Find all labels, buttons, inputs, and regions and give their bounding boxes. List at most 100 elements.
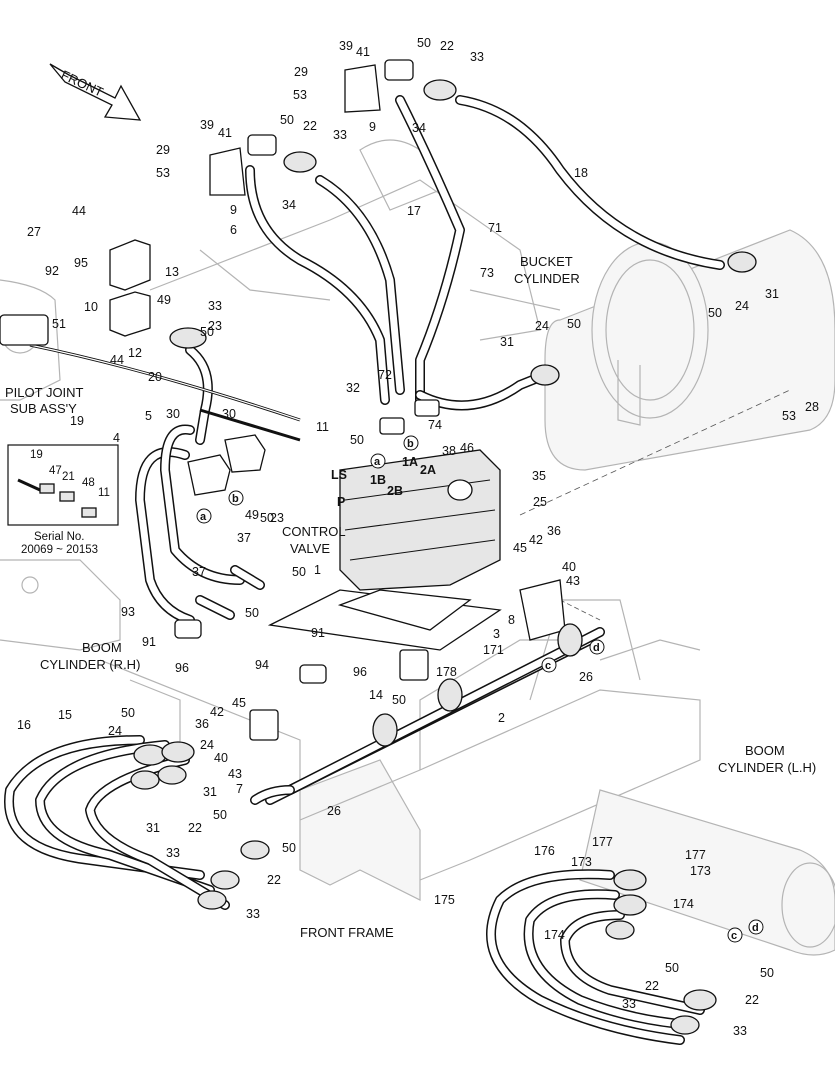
part-number-23: 23 bbox=[270, 511, 284, 525]
part-number-53: 53 bbox=[782, 409, 796, 423]
part-number-96: 96 bbox=[353, 665, 367, 679]
part-number-37: 37 bbox=[237, 531, 251, 545]
part-number-22: 22 bbox=[745, 993, 759, 1007]
circle-ref-d-lower: d bbox=[752, 922, 759, 934]
part-number-29: 29 bbox=[156, 143, 170, 157]
part-number-46: 46 bbox=[460, 441, 474, 455]
part-number-49: 49 bbox=[245, 508, 259, 522]
part-number-26: 26 bbox=[327, 804, 341, 818]
caption-pilot-joint-2: SUB ASS'Y bbox=[10, 401, 77, 416]
port-labels: LS P 1A 2A 1B 2B bbox=[331, 455, 436, 509]
part-number-51: 51 bbox=[52, 317, 66, 331]
part-number-5: 5 bbox=[145, 409, 152, 423]
part-number-50: 50 bbox=[760, 966, 774, 980]
part-number-50: 50 bbox=[213, 808, 227, 822]
part-number-33: 33 bbox=[208, 299, 222, 313]
part-number-22: 22 bbox=[645, 979, 659, 993]
part-number-2: 2 bbox=[498, 711, 505, 725]
inset-label-21: 21 bbox=[62, 471, 75, 483]
part-number-41: 41 bbox=[218, 126, 232, 140]
part-number-43: 43 bbox=[228, 767, 242, 781]
port-1a: 1A bbox=[402, 455, 418, 469]
part-number-22: 22 bbox=[440, 39, 454, 53]
part-number-91: 91 bbox=[142, 635, 156, 649]
caption-bucket-cylinder-2: CYLINDER bbox=[514, 271, 580, 286]
part-number-53: 53 bbox=[293, 88, 307, 102]
caption-control-valve-2: VALVE bbox=[290, 541, 330, 556]
circle-ref-a: a bbox=[200, 511, 207, 523]
part-number-96: 96 bbox=[175, 661, 189, 675]
caption-control-valve-1: CONTROL bbox=[282, 524, 346, 539]
part-number-9: 9 bbox=[230, 203, 237, 217]
part-number-44: 44 bbox=[72, 204, 86, 218]
part-number-38: 38 bbox=[442, 444, 456, 458]
part-number-31: 31 bbox=[500, 335, 514, 349]
port-ls: LS bbox=[331, 468, 347, 482]
part-number-13: 13 bbox=[165, 265, 179, 279]
part-number-40: 40 bbox=[214, 751, 228, 765]
part-number-10: 10 bbox=[84, 300, 98, 314]
caption-boom-lh-2: CYLINDER (L.H) bbox=[718, 760, 816, 775]
part-number-53: 53 bbox=[156, 166, 170, 180]
part-number-173: 173 bbox=[571, 855, 592, 869]
part-number-24: 24 bbox=[108, 724, 122, 738]
part-number-50: 50 bbox=[245, 606, 259, 620]
part-number-176: 176 bbox=[534, 844, 555, 858]
circle-ref-b-top: b bbox=[407, 438, 414, 450]
circle-ref-a-top: a bbox=[374, 456, 381, 468]
part-number-8: 8 bbox=[508, 613, 515, 627]
inset-label-47: 47 bbox=[49, 465, 62, 477]
inset-label-19: 19 bbox=[30, 449, 43, 461]
part-number-41: 41 bbox=[356, 45, 370, 59]
part-number-20: 20 bbox=[148, 370, 162, 384]
part-number-36: 36 bbox=[195, 717, 209, 731]
serial-label: Serial No. bbox=[34, 531, 85, 543]
part-number-74: 74 bbox=[428, 418, 442, 432]
part-number-33: 33 bbox=[333, 128, 347, 142]
part-number-50: 50 bbox=[417, 36, 431, 50]
part-number-23: 23 bbox=[208, 319, 222, 333]
part-number-173: 173 bbox=[690, 864, 711, 878]
part-number-31: 31 bbox=[146, 821, 160, 835]
part-number-33: 33 bbox=[733, 1024, 747, 1038]
part-number-93: 93 bbox=[121, 605, 135, 619]
part-number-35: 35 bbox=[532, 469, 546, 483]
part-number-45: 45 bbox=[513, 541, 527, 555]
part-number-40: 40 bbox=[562, 560, 576, 574]
part-number-174: 174 bbox=[673, 897, 694, 911]
inset-label-11: 11 bbox=[98, 487, 110, 499]
part-number-39: 39 bbox=[200, 118, 214, 132]
part-number-32: 32 bbox=[346, 381, 360, 395]
part-number-14: 14 bbox=[369, 688, 383, 702]
serial-range: 20069 ~ 20153 bbox=[21, 544, 98, 556]
captions: BUCKET CYLINDER PILOT JOINT SUB ASS'Y CO… bbox=[5, 254, 816, 940]
part-number-29: 29 bbox=[294, 65, 308, 79]
part-number-95: 95 bbox=[74, 256, 88, 270]
part-number-34: 34 bbox=[282, 198, 296, 212]
front-arrow-label: FRONT bbox=[59, 67, 106, 100]
part-number-36: 36 bbox=[547, 524, 561, 538]
part-number-73: 73 bbox=[480, 266, 494, 280]
part-number-31: 31 bbox=[765, 287, 779, 301]
part-number-30: 30 bbox=[166, 407, 180, 421]
caption-boom-rh-2: CYLINDER (R.H) bbox=[40, 657, 140, 672]
part-number-44: 44 bbox=[110, 353, 124, 367]
inset-label-48: 48 bbox=[82, 477, 95, 489]
part-number-24: 24 bbox=[535, 319, 549, 333]
part-number-49: 49 bbox=[157, 293, 171, 307]
part-number-1: 1 bbox=[314, 563, 321, 577]
part-number-33: 33 bbox=[166, 846, 180, 860]
port-1b: 1B bbox=[370, 473, 386, 487]
part-number-34: 34 bbox=[412, 121, 426, 135]
part-number-22: 22 bbox=[303, 119, 317, 133]
part-number-94: 94 bbox=[255, 658, 269, 672]
caption-front-frame: FRONT FRAME bbox=[300, 925, 394, 940]
part-number-71: 71 bbox=[488, 221, 502, 235]
part-number-24: 24 bbox=[735, 299, 749, 313]
part-number-43: 43 bbox=[566, 574, 580, 588]
port-2a: 2A bbox=[420, 463, 436, 477]
part-number-42: 42 bbox=[210, 705, 224, 719]
part-number-18: 18 bbox=[574, 166, 588, 180]
caption-pilot-joint-1: PILOT JOINT bbox=[5, 385, 84, 400]
